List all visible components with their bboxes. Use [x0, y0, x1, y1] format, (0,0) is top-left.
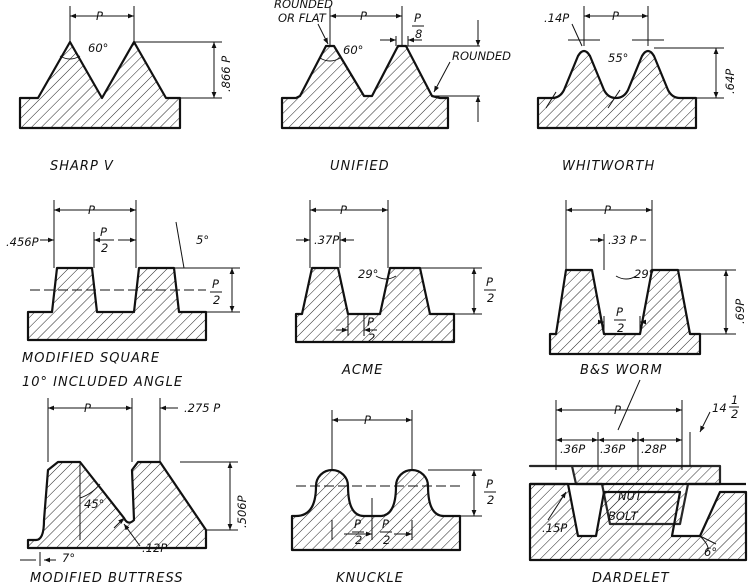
dardelet-profile	[528, 379, 748, 562]
knuckle-half-den-1: 2	[355, 533, 362, 547]
unified-pitch-label: P	[360, 9, 367, 23]
unified-eighth-num: P	[414, 11, 421, 25]
knuckle-height-den: 2	[487, 493, 494, 507]
caption-modified-square-1: MODIFIED SQUARE	[22, 351, 160, 366]
caption-sharp-v: SHARP V	[50, 159, 114, 174]
dardelet-width-15: .15P	[542, 521, 567, 535]
caption-knuckle: KNUCKLE	[336, 571, 404, 586]
dardelet-width-36b: .36P	[600, 442, 625, 456]
knuckle-half-den-2: 2	[383, 533, 390, 547]
modified-square-half-num: P	[100, 225, 107, 239]
caption-modified-square-2: 10° INCLUDED ANGLE	[22, 375, 183, 390]
knuckle-half-num-2: P	[382, 517, 389, 531]
modified-square-half-den: 2	[101, 241, 108, 255]
modified-square-width-label: .456P	[6, 235, 39, 249]
unified-eighth-den: 8	[415, 27, 422, 41]
modified-square-height-den: 2	[213, 293, 220, 307]
acme-height-den: 2	[487, 291, 494, 305]
caption-unified: UNIFIED	[330, 159, 390, 174]
modified-square-angle-label: 5°	[196, 233, 209, 247]
whitworth-pitch-label: P	[612, 9, 619, 23]
modified-buttress-profile	[20, 398, 238, 566]
modified-buttress-width-label: .275 P	[184, 401, 220, 415]
modified-square-pitch-label: P	[88, 203, 95, 217]
dardelet-width-36a: .36P	[560, 442, 585, 456]
knuckle-half-num-1: P	[354, 517, 361, 531]
dardelet-nut-label: NUT	[618, 489, 643, 503]
acme-height-num: P	[486, 275, 493, 289]
bs-worm-width-label: .33 P	[608, 233, 637, 247]
unified-rounded-flat-label-1: ROUNDED	[274, 0, 333, 11]
caption-dardelet: DARDELET	[592, 571, 670, 586]
acme-angle-label: 29°	[358, 267, 378, 281]
modified-buttress-pitch-label: P	[84, 401, 91, 415]
modified-buttress-angle-7: 7°	[62, 551, 75, 565]
bs-worm-height-label: .69P	[733, 299, 747, 324]
dardelet-width-28: .28P	[641, 442, 666, 456]
unified-rounded-flat-label-2: OR FLAT	[278, 11, 327, 25]
dardelet-angle-den: 2	[731, 407, 738, 421]
bs-worm-profile	[548, 200, 736, 356]
caption-acme: ACME	[341, 363, 383, 378]
acme-pitch-label: P	[340, 203, 347, 217]
knuckle-pitch-label: P	[364, 413, 371, 427]
acme-half-num: P	[367, 315, 374, 329]
acme-profile	[294, 200, 482, 344]
unified-angle-label: 60°	[343, 43, 363, 57]
bs-worm-half-den: 2	[617, 321, 624, 335]
dardelet-angle-whole: 14	[712, 401, 727, 415]
modified-buttress-width-12: .12P	[142, 541, 167, 555]
sharp-v-height-label: .866 P	[219, 56, 233, 92]
knuckle-height-num: P	[486, 477, 493, 491]
modified-buttress-height-label: .506P	[235, 495, 249, 528]
whitworth-profile	[536, 6, 724, 130]
knuckle-profile	[290, 410, 482, 552]
modified-square-height-num: P	[212, 277, 219, 291]
whitworth-angle-label: 55°	[608, 51, 628, 65]
caption-bs-worm: B&S WORM	[580, 363, 663, 378]
whitworth-radius-label: .14P	[544, 11, 569, 25]
dardelet-pitch-label: P	[614, 403, 621, 417]
unified-rounded-label: ROUNDED	[452, 49, 511, 63]
bs-worm-half-num: P	[616, 305, 623, 319]
dardelet-angle-6: 6°	[704, 545, 717, 559]
bs-worm-angle-label: 29°	[634, 267, 654, 281]
modified-buttress-angle-45: 45°	[84, 497, 104, 511]
dardelet-bolt-label: BOLT	[608, 509, 639, 523]
sharp-v-profile	[18, 6, 222, 130]
sharp-v-pitch-label: P	[96, 9, 103, 23]
sharp-v-angle-label: 60°	[88, 41, 108, 55]
acme-half-den: 2	[368, 331, 375, 345]
dardelet-angle-num: 1	[731, 393, 738, 407]
unified-profile	[280, 6, 481, 130]
acme-width-label: .37P	[314, 233, 339, 247]
bs-worm-pitch-label: P	[604, 203, 611, 217]
caption-modified-buttress: MODIFIED BUTTRESS	[30, 571, 184, 586]
modified-square-profile	[26, 200, 240, 342]
caption-whitworth: WHITWORTH	[562, 159, 655, 174]
whitworth-height-label: .64P	[723, 69, 737, 94]
